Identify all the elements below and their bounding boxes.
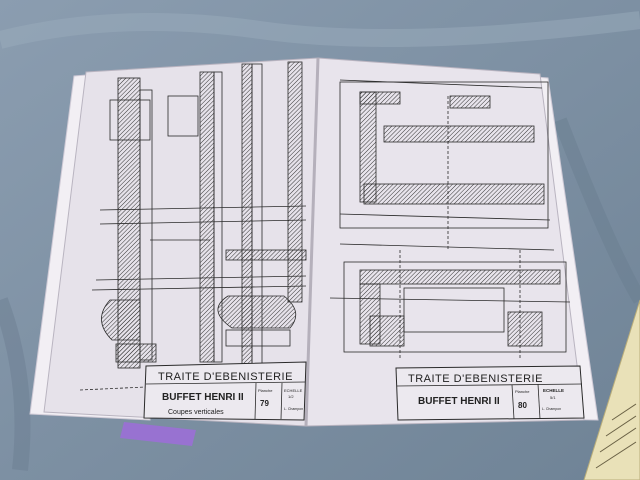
right-scale-value: 5/1 (550, 395, 556, 400)
left-plate-number: 79 (260, 399, 269, 408)
left-plate-label: Planche (258, 388, 273, 393)
purple-bookmark (120, 422, 196, 446)
left-series-title: TRAITE D'EBENISTERIE (158, 371, 293, 383)
left-subtitle: Coupes verticales (168, 409, 224, 416)
left-author: L. Champon (284, 407, 303, 411)
right-author: L. Champon (542, 407, 561, 411)
blanket-fold (0, 11, 640, 49)
left-scale-label: ECHELLE (284, 388, 303, 393)
right-technical-drawing (329, 79, 571, 360)
left-scale-value: 1/2 (288, 394, 294, 399)
right-scale-label: ECHELLE (543, 388, 564, 393)
other-book-text-lines (595, 403, 637, 469)
right-title-block: TRAITE D'EBENISTERIE BUFFET HENRI II Pla… (395, 365, 585, 421)
blanket-fold (553, 117, 640, 304)
left-plate-title: BUFFET HENRI II (162, 392, 244, 403)
right-plate-title: BUFFET HENRI II (418, 396, 500, 407)
left-technical-drawing (79, 61, 307, 391)
blanket-fold (0, 297, 31, 471)
book-gutter (304, 57, 320, 427)
right-plate-number: 80 (518, 401, 527, 410)
right-plate-label: Planche (515, 389, 530, 394)
left-title-block: TRAITE D'EBENISTERIE BUFFET HENRI II Cou… (143, 361, 307, 421)
right-series-title: TRAITE D'EBENISTERIE (408, 373, 543, 385)
